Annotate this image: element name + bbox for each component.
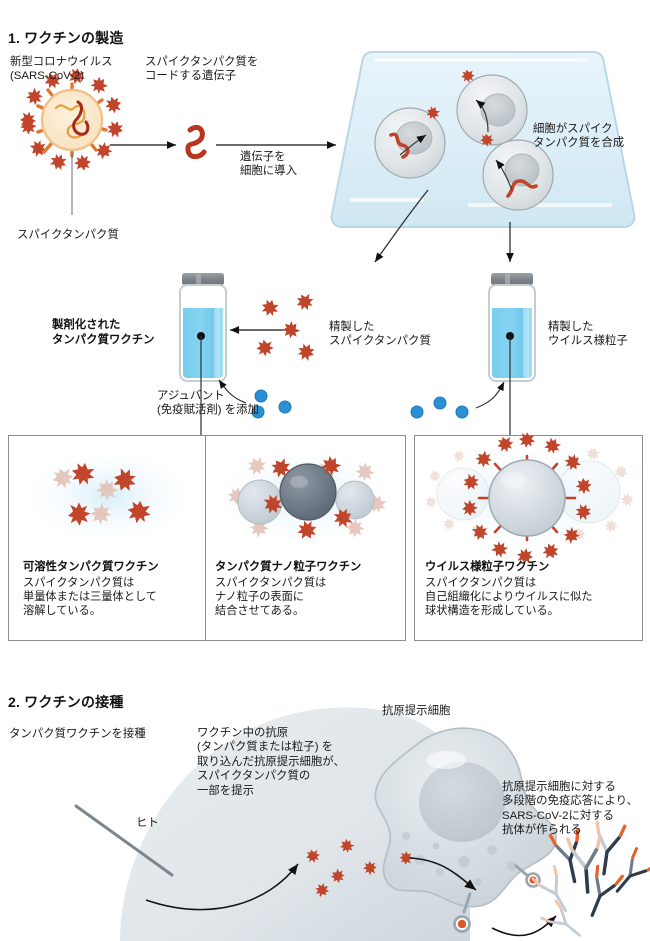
arrow-flask-to-spike — [374, 189, 429, 263]
panel-group-protein: 可溶性タンパク質ワクチン スパイクタンパク質は 単量体または三量体として 溶解し… — [8, 435, 406, 641]
arrow-injection-to-antigen — [145, 863, 299, 911]
panel-group-vlp: ウイルス様粒子ワクチン スパイクタンパク質は 自己組織化によりウイルスに似た 球… — [414, 432, 643, 641]
antigen-spike-cluster — [304, 836, 406, 900]
label-spike-protein: スパイクタンパク質 — [17, 229, 119, 241]
label-antibody-production: 抗原提示細胞に対する 多段階の免疫応答により、 SARS-CoV-2に対する 抗… — [502, 781, 639, 837]
vial-vlp-vaccine — [488, 273, 536, 440]
label-transfection: 遺伝子を 細胞に導入 — [240, 151, 297, 178]
soluble-vaccine-artwork — [25, 448, 193, 544]
panel-body-soluble: スパイクタンパク質は 単量体または三量体として 溶解している。 — [23, 577, 157, 618]
vlp-vaccine-artwork — [422, 432, 635, 565]
panel-body-vlp: スパイクタンパク質は 自己組織化によりウイルスに似た 球状構造を形成している。 — [425, 577, 593, 618]
label-purified-vlp: 精製した ウイルス様粒子 — [548, 321, 628, 348]
nanoparticle-vaccine-artwork — [217, 448, 393, 544]
label-human: ヒト — [136, 817, 159, 829]
label-antigen-presenting-cell: 抗原提示細胞 — [382, 705, 451, 717]
panel-divider — [205, 436, 206, 640]
antibody-cluster — [531, 820, 650, 937]
purified-spike-cluster — [255, 290, 317, 364]
label-adjuvant: アジュバント (免疫賦活剤) を添加 — [157, 390, 259, 417]
label-formulated-vaccine: 製剤化された タンパク質ワクチン — [52, 319, 155, 346]
label-purified-spike: 精製した スパイクタンパク質 — [329, 321, 431, 348]
gene-strand-illustration — [185, 124, 207, 160]
flask-cell-1 — [374, 104, 446, 179]
section-title-production: 1. ワクチンの製造 — [8, 30, 124, 46]
section-title-vaccination: 2. ワクチンの接種 — [8, 694, 124, 710]
label-cell-synthesis: 細胞がスパイク タンパク質を合成 — [533, 123, 625, 150]
adjuvant-dots — [251, 389, 469, 419]
panel-body-nanoparticle: スパイクタンパク質は ナノ粒子の表面に 結合させてある。 — [215, 577, 327, 618]
label-gene: スパイクタンパク質を コードする遺伝子 — [145, 56, 259, 83]
presented-epitope-2 — [453, 892, 472, 933]
label-inject-vaccine: タンパク質ワクチンを接種 — [9, 728, 146, 740]
arrow-apc-to-antibodies — [491, 915, 557, 937]
panel-title-vlp: ウイルス様粒子ワクチン — [425, 561, 550, 573]
flask-cell-2 — [456, 67, 528, 146]
culture-flask-illustration — [330, 51, 636, 263]
presented-epitope-1 — [514, 864, 541, 888]
label-coronavirus: 新型コロナウイルス (SARS-CoV-2) — [10, 56, 113, 83]
label-antigen-uptake: ワクチン中の抗原 (タンパク質または粒子) を 取り込んだ抗原提示細胞が、 スパ… — [197, 727, 345, 797]
coronavirus-illustration — [19, 67, 125, 215]
panel-title-nanoparticle: タンパク質ナノ粒子ワクチン — [215, 561, 362, 573]
arrow-adjuvant-to-vlp-vial — [475, 381, 505, 409]
panel-title-soluble: 可溶性タンパク質ワクチン — [23, 561, 159, 573]
syringe-illustration — [74, 804, 174, 877]
